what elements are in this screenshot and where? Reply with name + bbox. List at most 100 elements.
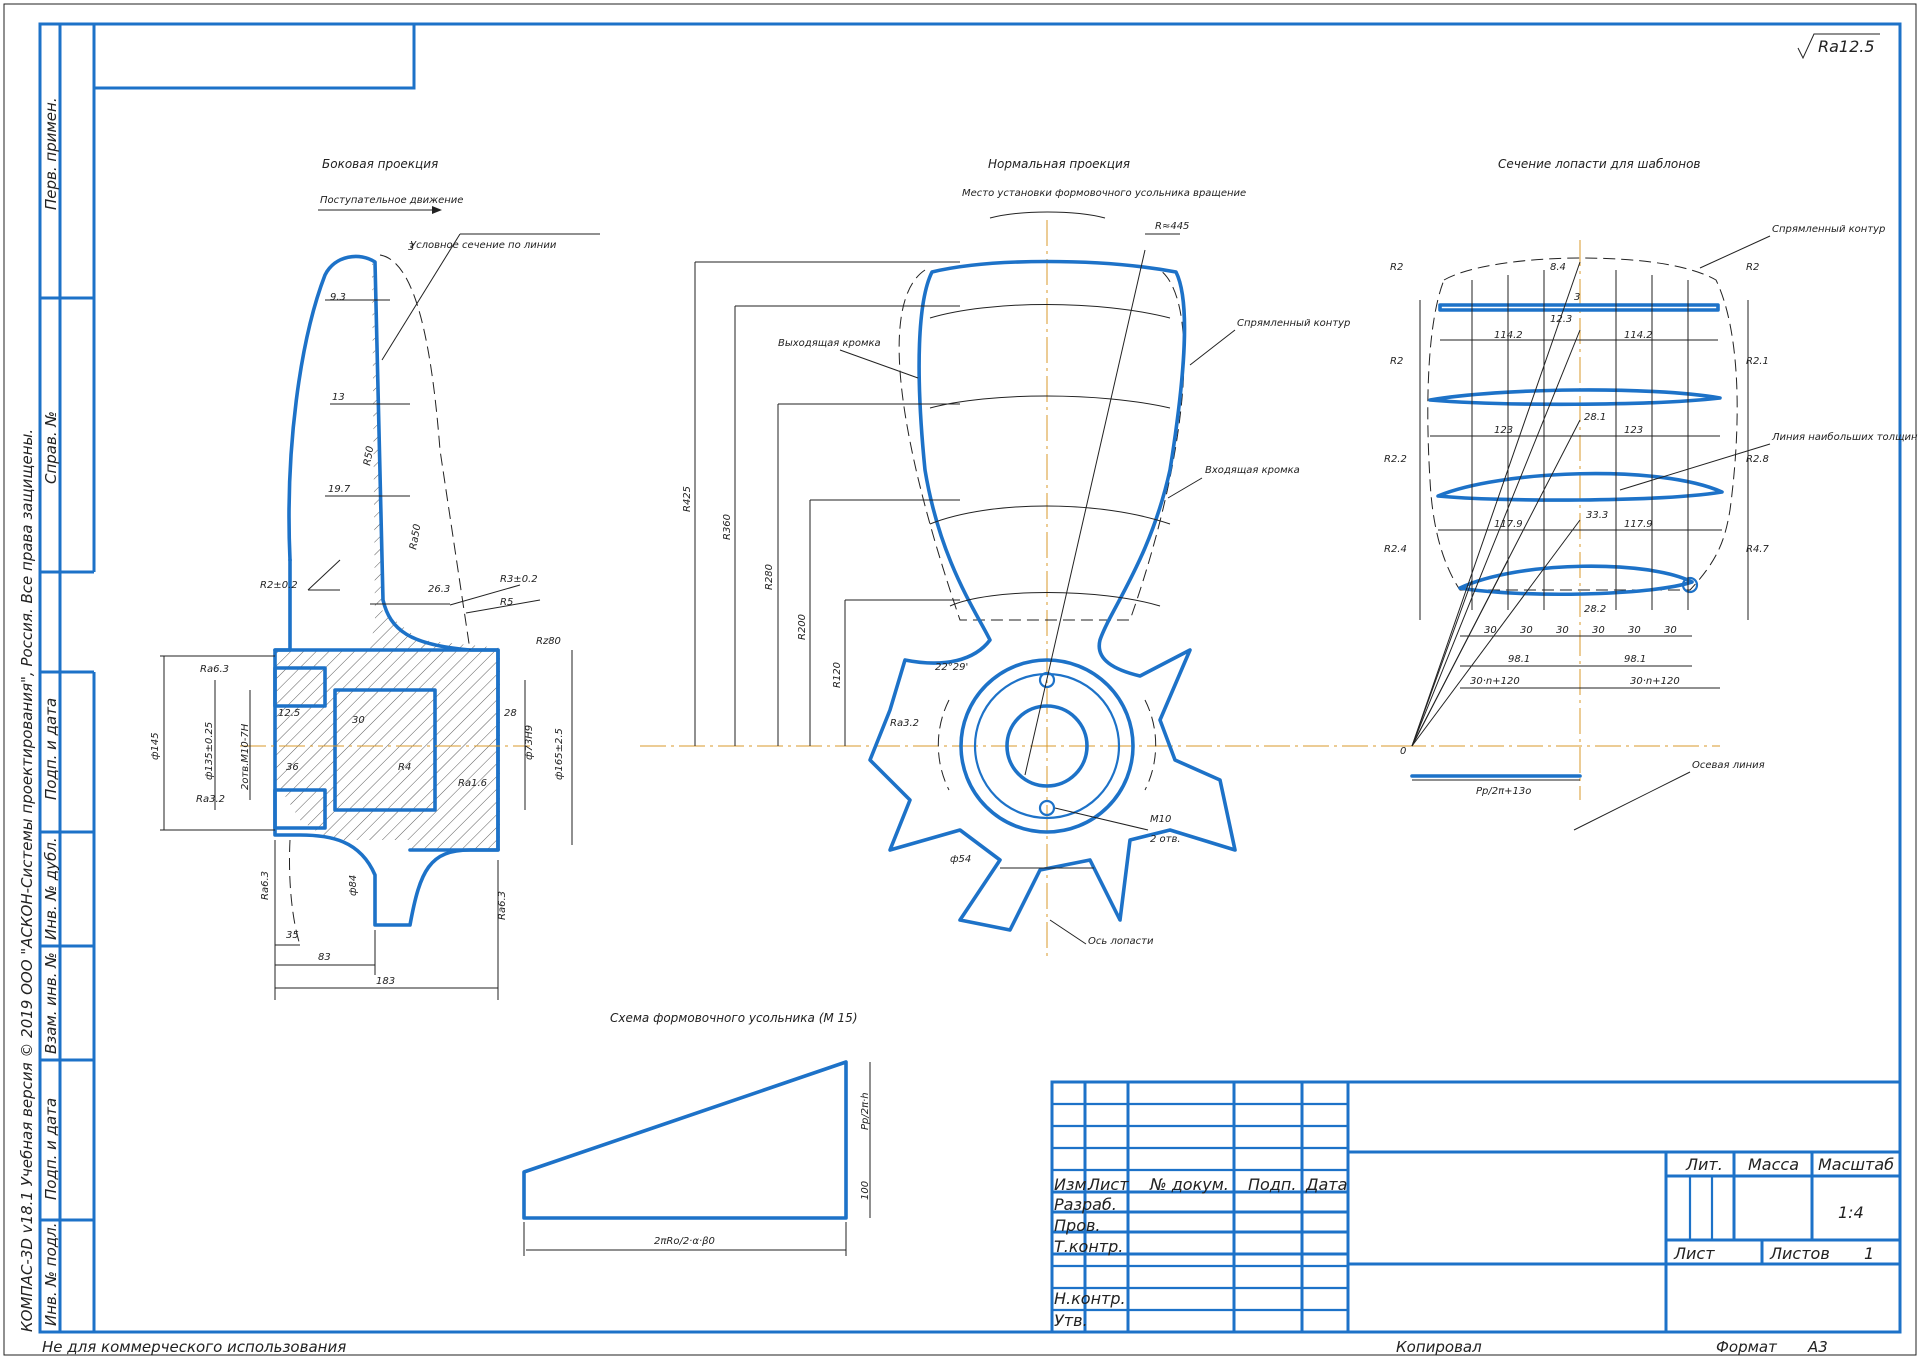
section-dim-282: 28.2 [1584, 604, 1606, 615]
side-dim-m10: 2отв.М10-7Н [240, 723, 251, 790]
section-dim-30n-a: 30·n+120 [1470, 676, 1520, 687]
side-dim-3: 3 [408, 242, 414, 253]
section-dim-r2-c: R2 [1390, 356, 1403, 367]
side-dim-ra63-a: Ra6.3 [200, 664, 229, 675]
section-thick-line-label: Линия наибольших толщин [1771, 431, 1918, 443]
normal-rotation-note: Место установки формовочного усольника в… [962, 188, 1246, 199]
normal-dim-r200: R200 [797, 614, 808, 640]
side-dim-r3: R3±0.2 [500, 574, 538, 585]
tb-sheets-count: 1 [1864, 1244, 1874, 1263]
side-dim-183: 183 [376, 976, 395, 987]
side-dim-13: 13 [332, 392, 345, 403]
section-dim-981-a: 98.1 [1508, 654, 1530, 665]
normal-dim-d54: ф54 [950, 854, 971, 865]
scheme-view: 2πRо/2·α·β0 100 Рр/2π·h [522, 1060, 871, 1256]
section-dim-30n-b: 30·n+120 [1630, 676, 1680, 687]
side-dim-ra50: Ra50 [408, 523, 423, 550]
normal-dim-r120: R120 [832, 662, 843, 688]
roughness-symbol: Ra12.5 [1797, 33, 1880, 60]
top-left-stamp [92, 22, 416, 90]
side-dim-d84: ф84 [348, 875, 359, 896]
footer-noncommercial: Не для коммерческого использования [42, 1338, 346, 1356]
side-dim-12-5: 12.5 [278, 708, 300, 719]
margin-cell-2: Справ. № [42, 411, 60, 484]
normal-r-top: R≈445 [1155, 221, 1189, 232]
side-dim-30: 30 [352, 715, 365, 726]
section-dim-r21: R2.1 [1746, 356, 1769, 367]
scheme-title: Схема формовочного усольника (М 15) [610, 1011, 858, 1025]
section-dim-123-small: 12.3 [1550, 314, 1572, 325]
section-dim-r47: R4.7 [1746, 544, 1769, 555]
section-dim-84: 8.4 [1550, 262, 1566, 273]
tb-role-check: Пров. [1054, 1216, 1101, 1235]
section-bottom-dim: Рр/2π+13о [1476, 786, 1531, 797]
margin-cell-5: Взам. инв. № [42, 952, 60, 1054]
side-dim-19-7: 19.7 [328, 484, 351, 495]
normal-trailing-edge: Входящая кромка [1205, 465, 1300, 476]
section-view-title: Сечение лопасти для шаблонов [1498, 157, 1701, 171]
normal-dim-ra32: Ra3.2 [890, 718, 919, 729]
side-dim-d145: ф145 [150, 732, 161, 760]
side-dim-9-3: 9.3 [330, 292, 346, 303]
normal-view-title: Нормальная проекция [988, 157, 1130, 171]
tb-mass: Масса [1748, 1155, 1799, 1174]
section-dim-r28: R2.8 [1746, 454, 1769, 465]
normal-dim-r360: R360 [722, 514, 733, 540]
side-view: Поступательное движение [150, 195, 600, 1000]
normal-contour-label: Спрямленный контур [1237, 318, 1350, 329]
section-dim-333: 33.3 [1586, 510, 1608, 521]
section-dim-123-a: 123 [1494, 425, 1513, 436]
side-dim-ra63-b: Ra6.3 [260, 871, 271, 900]
section-dim-30-e: 30 [1628, 625, 1641, 636]
side-view-title: Боковая проекция [322, 157, 438, 171]
section-dim-281: 28.1 [1584, 412, 1606, 423]
margin-cell-6: Подп. и дата [42, 1098, 60, 1200]
tb-header-sign: Подп. [1248, 1175, 1296, 1194]
scheme-dim-bottom: 2πRо/2·α·β0 [654, 1236, 715, 1247]
tb-header-doc: № докум. [1149, 1175, 1229, 1194]
tb-header-date: Дата [1305, 1175, 1347, 1194]
outer-border [3, 3, 1917, 1356]
section-view: R2 R2 R2 R2.1 R2.2 R2.8 R2.4 R4.7 114.2 … [1384, 224, 1918, 831]
section-dim-1142-a: 114.2 [1494, 330, 1523, 341]
normal-dim-r425: R425 [682, 486, 693, 512]
section-dim-981-b: 98.1 [1624, 654, 1646, 665]
margin-cell-7: Инв. № подл. [42, 1223, 60, 1326]
side-dim-r5: R5 [500, 597, 513, 608]
side-dim-36: 36 [286, 762, 299, 773]
normal-dim-r280: R280 [764, 564, 775, 590]
drawing-frame [38, 22, 1902, 1334]
footer-format: А3 [1807, 1338, 1828, 1356]
side-dim-r4: R4 [398, 762, 411, 773]
tb-role-dev: Разраб. [1054, 1195, 1117, 1214]
section-dim-r22: R2.2 [1384, 454, 1407, 465]
section-dim-1142-b: 114.2 [1624, 330, 1653, 341]
side-dim-r2: R2±0.2 [260, 580, 298, 591]
side-dim-rz80: Rz80 [536, 636, 561, 647]
scheme-dim-100: 100 [860, 1181, 871, 1200]
section-dim-30-a: 30 [1484, 625, 1497, 636]
section-dim-30-c: 30 [1556, 625, 1569, 636]
section-dim-3: 3 [1574, 292, 1580, 303]
footer-copied: Копировал [1396, 1338, 1482, 1356]
normal-dim-angle: 22°29' [935, 662, 968, 673]
side-dim-ra63-c: Ra6.3 [497, 891, 508, 920]
footer-format-label: Формат [1716, 1338, 1778, 1356]
section-dim-30-d: 30 [1592, 625, 1605, 636]
section-dim-123-b: 123 [1624, 425, 1643, 436]
side-dim-28: 28 [504, 708, 517, 719]
section-dim-1179-a: 117.9 [1494, 519, 1523, 530]
section-dim-30-f: 30 [1664, 625, 1677, 636]
normal-holes: М10 [1150, 814, 1171, 825]
side-dim-d73: ф73Н9 [524, 725, 535, 760]
normal-holes-count: 2 отв. [1150, 834, 1181, 845]
title-block: Изм. Лист № докум. Подп. Дата Разраб. Пр… [1050, 1080, 1902, 1334]
section-dim-r24: R2.4 [1384, 544, 1407, 555]
tb-header-izm: Изм. [1054, 1175, 1092, 1194]
margin-cell-4: Инв. № дубл. [42, 837, 60, 940]
side-dim-35: 35 [286, 930, 299, 941]
tb-role-tcontrol: Т.контр. [1054, 1237, 1123, 1256]
section-dim-r2-b: R2 [1746, 262, 1759, 273]
roughness-value: Ra12.5 [1818, 37, 1875, 56]
